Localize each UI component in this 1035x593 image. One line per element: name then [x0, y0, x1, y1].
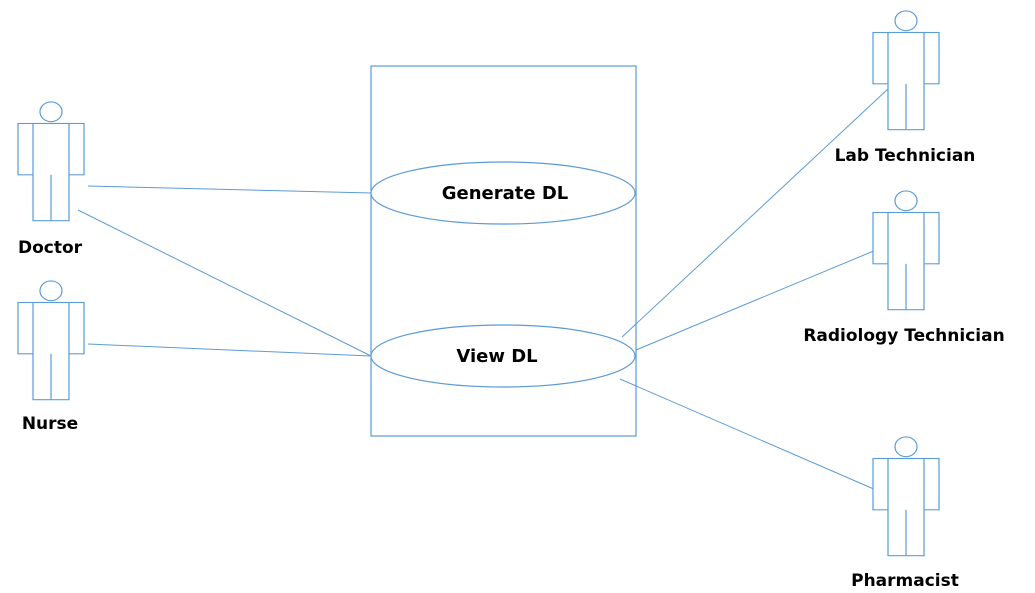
association-doctor-generate-dl [87, 185, 372, 194]
use-case-generate-dl-ellipse [370, 161, 636, 225]
actor-nurse-label: Nurse [22, 414, 78, 434]
use-case-view-dl-ellipse [370, 324, 636, 388]
lab-technician-figure-icon [872, 10, 940, 131]
use-case-generate-dl[interactable]: Generate DL [370, 161, 636, 225]
association-view-dl-radiology-technician [635, 249, 877, 351]
actor-lab-technician[interactable]: Lab Technician [835, 10, 976, 166]
pharmacist-figure-icon [872, 436, 940, 557]
association-view-dl-pharmacist [619, 378, 877, 491]
actor-radiology-technician-label: Radiology Technician [803, 326, 1004, 346]
associations [77, 87, 890, 491]
nurse-figure-icon [17, 280, 85, 401]
association-doctor-view-dl [77, 209, 372, 357]
association-nurse-view-dl [87, 343, 372, 357]
actor-pharmacist[interactable]: Pharmacist [851, 436, 959, 591]
actor-lab-technician-label: Lab Technician [835, 146, 976, 166]
use-case-generate-dl-label: Generate DL [442, 183, 569, 204]
actor-doctor[interactable]: Doctor [17, 101, 85, 258]
actor-radiology-technician[interactable]: Radiology Technician [803, 190, 1005, 346]
actor-pharmacist-label: Pharmacist [851, 571, 959, 591]
use-case-view-dl[interactable]: View DL [370, 324, 636, 388]
use-case-view-dl-label: View DL [456, 346, 537, 367]
actor-nurse[interactable]: Nurse [17, 280, 85, 434]
doctor-figure-icon [17, 101, 85, 222]
system-boundary [370, 65, 637, 437]
actor-doctor-label: Doctor [18, 238, 83, 258]
association-view-dl-lab-technician [621, 87, 890, 338]
radiology-technician-figure-icon [872, 190, 940, 311]
